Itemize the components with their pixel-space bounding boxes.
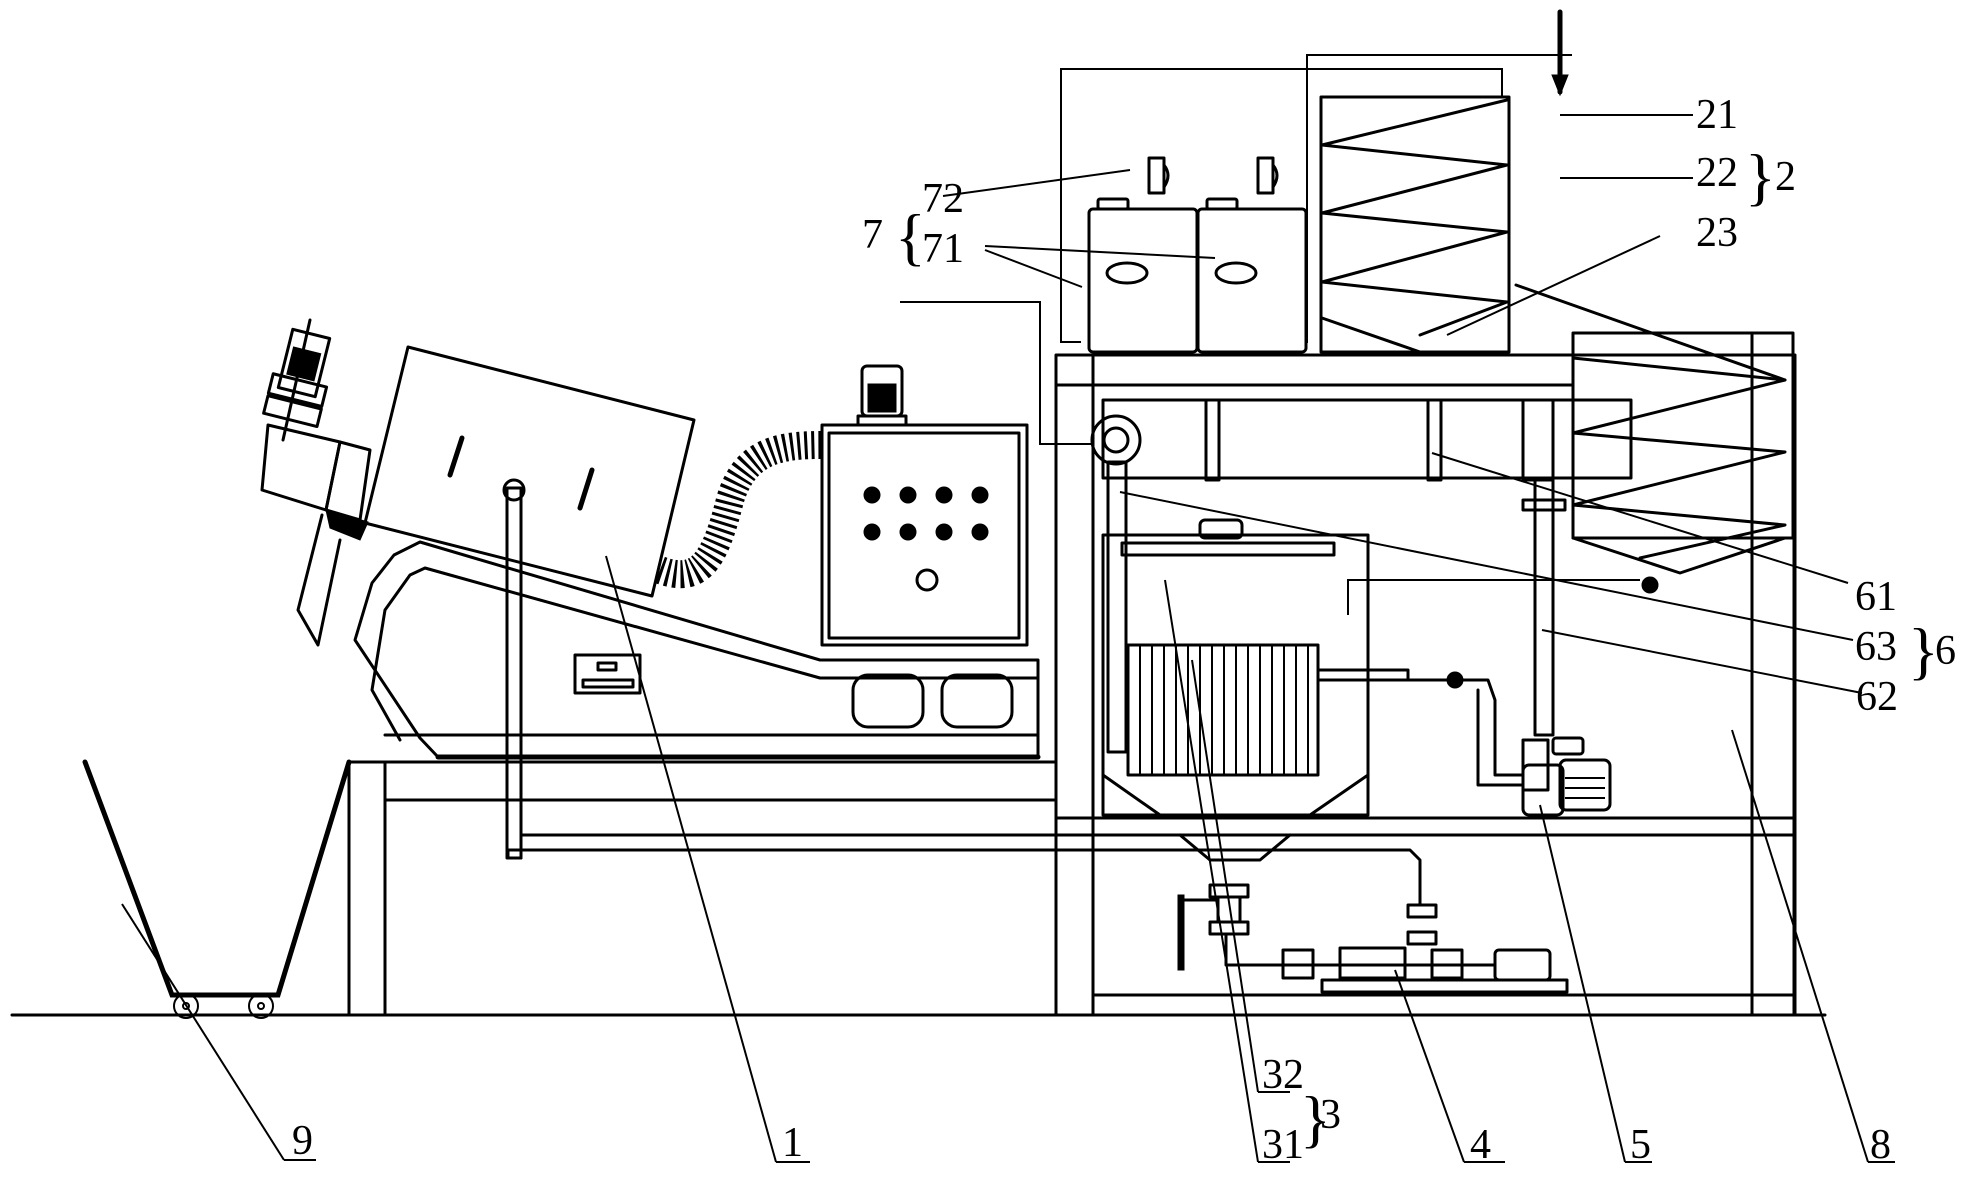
vent-panel — [940, 673, 1014, 729]
reference-labels: 72 71 { 7 21 22 23 } 2 61 63 62 } 6 9 1 … — [292, 92, 1956, 1168]
label-1: 1 — [782, 1120, 803, 1166]
indicator-light-icon — [863, 523, 881, 541]
label-3: 3 — [1320, 1092, 1341, 1138]
label-71: 71 — [922, 226, 964, 272]
left-stand — [347, 760, 1058, 1017]
cart-wheel-icon — [248, 993, 274, 1019]
brace-6: } — [1908, 615, 1939, 686]
indicator-light-icon — [935, 523, 953, 541]
label-31: 31 — [1262, 1122, 1304, 1168]
label-7: 7 — [862, 212, 883, 258]
indicator-light-icon — [899, 486, 917, 504]
dosing-pump — [1147, 156, 1166, 195]
label-32: 32 — [1262, 1052, 1304, 1098]
main-frame — [1054, 333, 1797, 1017]
control-cabinet — [820, 364, 1029, 729]
leader-lines — [121, 114, 1895, 1163]
label-23: 23 — [1696, 210, 1738, 256]
indicator-light-icon — [899, 523, 917, 541]
indicator-light-icon — [863, 486, 881, 504]
screw-motor — [260, 318, 372, 541]
sludge-cart — [82, 759, 352, 1019]
cart-wheel-icon — [173, 993, 199, 1019]
vent-panel — [851, 673, 925, 729]
label-5: 5 — [1630, 1122, 1651, 1168]
brace-3: } — [1300, 1083, 1331, 1154]
dosing-tanks — [1060, 54, 1572, 354]
indicator-light-icon — [971, 486, 989, 504]
label-6: 6 — [1935, 628, 1956, 674]
label-62: 62 — [1856, 674, 1898, 720]
switch-knob-icon — [915, 568, 939, 592]
screw-pump — [506, 833, 1569, 994]
filter-tank — [1101, 518, 1410, 862]
label-4: 4 — [1470, 1122, 1491, 1168]
centrifugal-pump — [1406, 671, 1612, 817]
brace-7: { — [895, 201, 926, 272]
label-8: 8 — [1870, 1122, 1891, 1168]
label-63: 63 — [1855, 624, 1897, 670]
flexible-hose — [655, 431, 823, 589]
label-61: 61 — [1855, 574, 1897, 620]
label-22: 22 — [1696, 150, 1738, 196]
label-2: 2 — [1775, 154, 1796, 200]
filter-plates — [1126, 643, 1320, 777]
inclined-plate-settler — [1319, 9, 1795, 575]
label-9: 9 — [292, 1118, 313, 1164]
screw-housing — [363, 345, 696, 598]
dosing-pump — [1256, 156, 1275, 195]
label-21: 21 — [1696, 92, 1738, 138]
indicator-light-icon — [935, 486, 953, 504]
indicator-light-icon — [971, 523, 989, 541]
label-72: 72 — [922, 176, 964, 222]
tubular-mixer — [900, 301, 1659, 754]
screw-dewatering-machine — [260, 318, 1041, 860]
indicator-lights — [863, 486, 989, 541]
brace-2: } — [1745, 141, 1776, 212]
